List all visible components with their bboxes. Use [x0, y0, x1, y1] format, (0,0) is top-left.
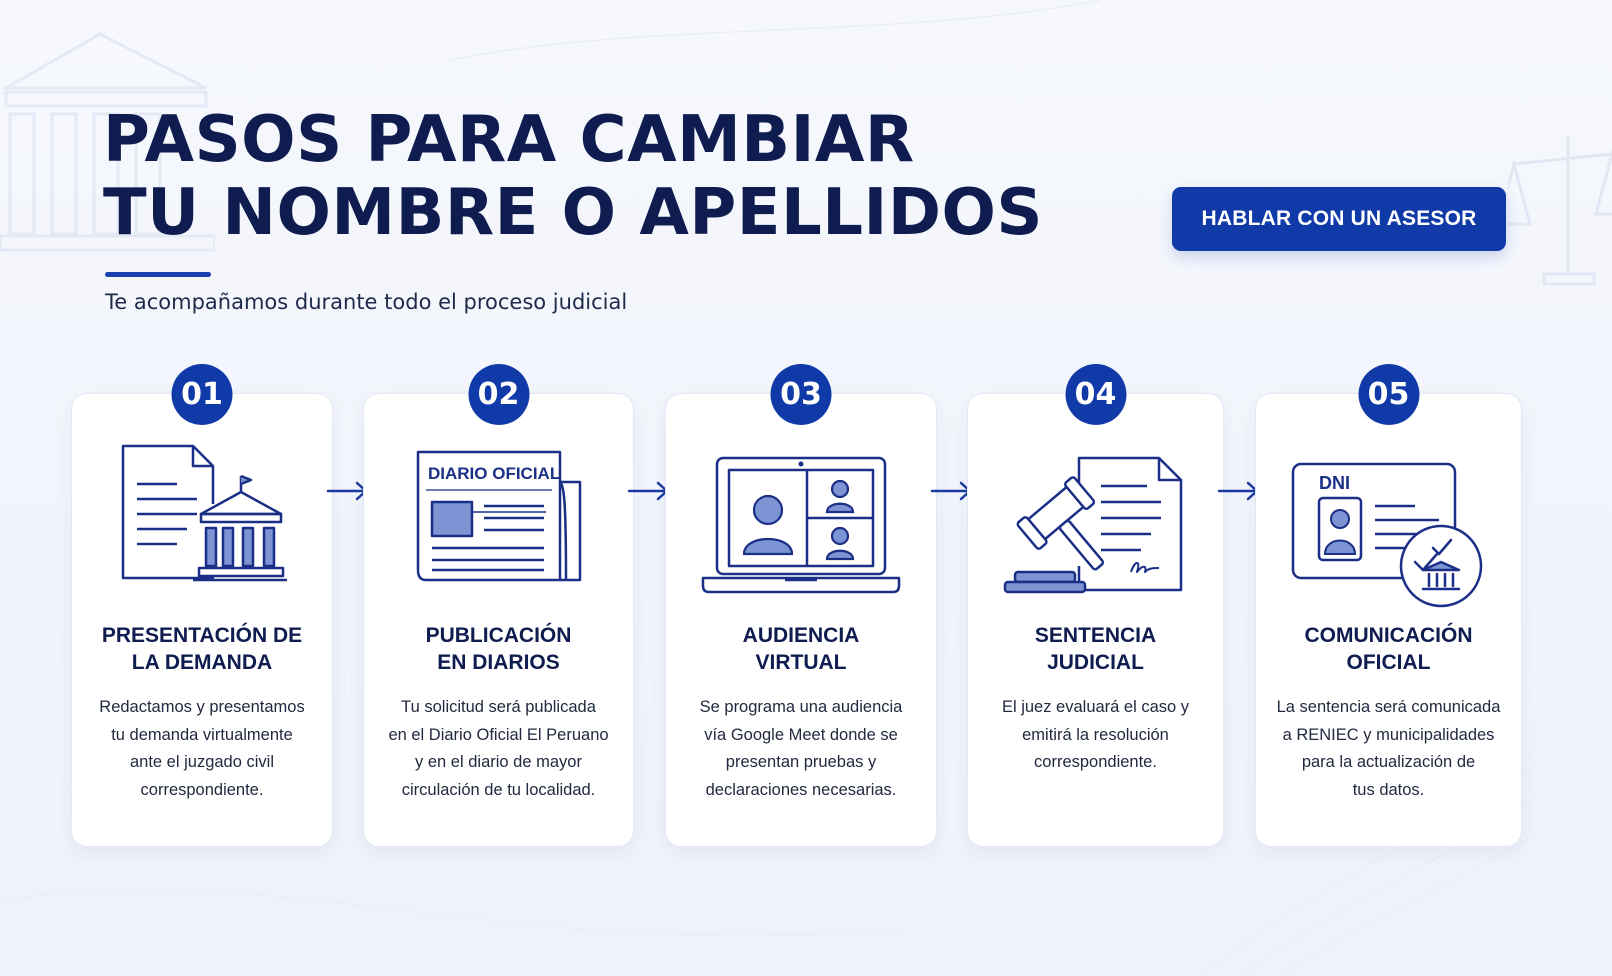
step-title: AUDIENCIA VIRTUAL: [666, 622, 936, 676]
page-title: PASOS PARA CAMBIAR TU NOMBRE O APELLIDOS: [103, 104, 1043, 250]
step-title: SENTENCIA JUDICIAL: [968, 622, 1223, 676]
step-description-line: en el Diario Oficial El Peruano: [388, 725, 609, 744]
step-title-line: EN DIARIOS: [437, 651, 560, 674]
step-title-line: LA DEMANDA: [131, 651, 273, 674]
step-description-line: correspondiente.: [140, 780, 264, 799]
step-title-line: VIRTUAL: [755, 651, 847, 674]
id-card-label: DNI: [1319, 473, 1350, 493]
step-card-3: 03 AUDIENCIA VIRTUAL Se programa una aud…: [665, 364, 937, 847]
step-title-line: PRESENTACIÓN DE: [101, 624, 303, 647]
step-title: PRESENTACIÓN DE LA DEMANDA: [72, 622, 332, 676]
step-description-line: emitirá la resolución: [1022, 725, 1169, 744]
step-description-line: El juez evaluará el caso y: [1001, 698, 1190, 716]
step-description: Se programa una audiencia vía Google Mee…: [666, 694, 936, 804]
id-card-verified-icon: DNI: [1291, 462, 1482, 608]
scales-watermark-icon: [1508, 136, 1612, 286]
step-description: Redactamos y presentamos tu demanda virt…: [72, 694, 332, 804]
step-description-line: Se programa una audiencia: [699, 698, 903, 716]
step-card-5: 05 DNI COMUNICACIÓN OFICIAL La sentencia…: [1255, 364, 1522, 847]
step-title-line: SENTENCIA: [1034, 624, 1157, 647]
step-title: COMUNICACIÓN OFICIAL: [1256, 622, 1521, 676]
newspaper-label: DIARIO OFICIAL: [428, 464, 560, 483]
document-courthouse-icon: [121, 444, 287, 582]
page-title-line-2: TU NOMBRE O APELLIDOS: [103, 176, 1043, 250]
step-description-line: para la actualización de: [1301, 753, 1476, 771]
title-underline: [105, 272, 211, 277]
step-title-line: AUDIENCIA: [742, 624, 860, 647]
talk-to-advisor-button[interactable]: HABLAR CON UN ASESOR: [1172, 187, 1506, 251]
step-number-badge: 01: [171, 364, 233, 425]
step-card-2: 02 DIARIO OFICIAL PUBLICACIÓN EN DIARIOS…: [363, 364, 634, 847]
step-description: La sentencia será comunicada a RENIEC y …: [1256, 694, 1521, 804]
page-subtitle: Te acompañamos durante todo el proceso j…: [105, 290, 628, 314]
step-description-line: ante el juzgado civil: [129, 753, 274, 771]
step-number-badge: 04: [1065, 364, 1126, 425]
step-description-line: tus datos.: [1352, 780, 1425, 799]
step-card-1: 01 PRESENTACIÓN DE LA DEMANDA Redactamos…: [71, 364, 333, 847]
step-description-line: La sentencia será comunicada: [1276, 698, 1501, 716]
step-description-line: Redactamos y presentamos: [99, 698, 305, 716]
step-title-line: JUDICIAL: [1047, 651, 1144, 674]
gavel-document-icon: [1003, 456, 1182, 594]
step-description-line: y en el diario de mayor: [415, 753, 582, 771]
step-number-badge: 03: [770, 364, 832, 425]
step-description-line: correspondiente.: [1034, 753, 1157, 771]
step-description-line: vía Google Meet donde se: [704, 725, 898, 744]
laptop-video-call-icon: [701, 456, 901, 594]
step-description: El juez evaluará el caso y emitirá la re…: [968, 694, 1223, 777]
step-description-line: tu demanda virtualmente: [111, 725, 293, 744]
step-title-line: OFICIAL: [1346, 651, 1431, 674]
step-number-badge: 05: [1358, 364, 1419, 425]
step-description-line: declaraciones necesarias.: [705, 780, 897, 799]
step-number-badge: 02: [468, 364, 529, 425]
newspaper-icon: DIARIO OFICIAL: [416, 450, 581, 582]
step-card-4: 04 SENTENCIA JUDICIAL El juez evaluará e…: [967, 364, 1224, 847]
step-title-line: PUBLICACIÓN: [425, 624, 572, 647]
step-description: Tu solicitud será publicada en el Diario…: [364, 694, 633, 804]
step-description-line: presentan pruebas y: [725, 753, 877, 771]
step-title-line: COMUNICACIÓN: [1304, 624, 1473, 647]
page-title-line-1: PASOS PARA CAMBIAR: [103, 103, 915, 177]
step-description-line: Tu solicitud será publicada: [401, 698, 596, 716]
step-description-line: circulación de tu localidad.: [401, 780, 596, 799]
step-title: PUBLICACIÓN EN DIARIOS: [364, 622, 633, 676]
step-description-line: a RENIEC y municipalidades: [1282, 725, 1495, 744]
